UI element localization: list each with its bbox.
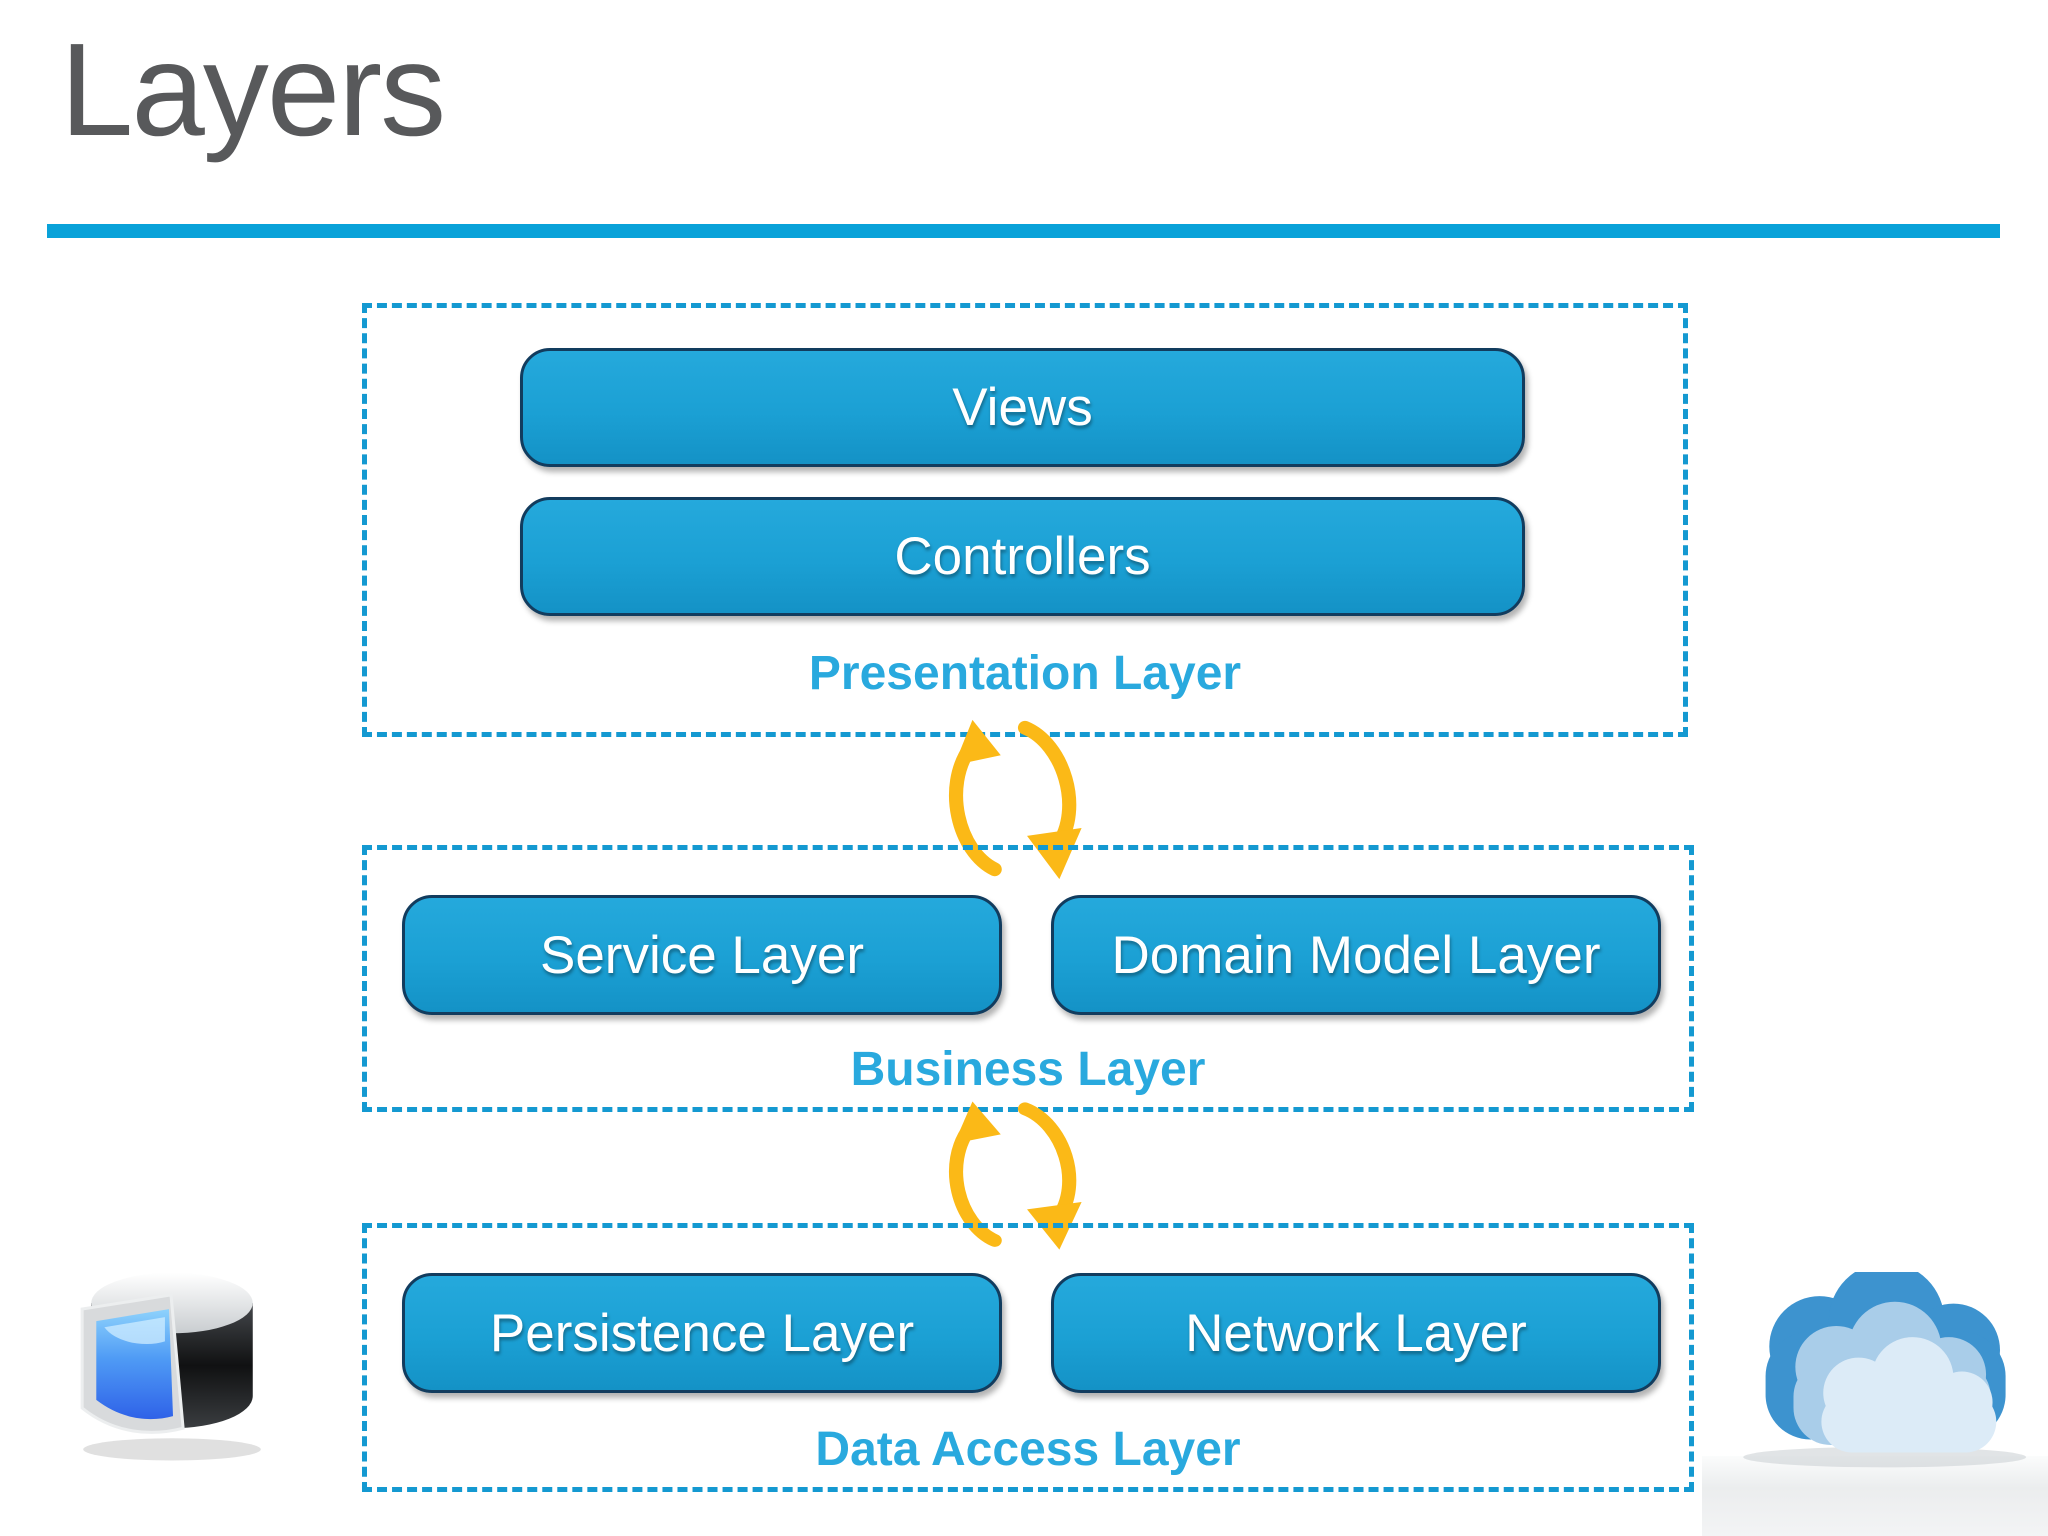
domain-model-layer-box-label: Domain Model Layer bbox=[1111, 925, 1601, 985]
data-access-layer-caption: Data Access Layer bbox=[815, 1423, 1241, 1476]
sync-cycle-icon bbox=[949, 1101, 1082, 1250]
persistence-layer-box-label: Persistence Layer bbox=[489, 1303, 915, 1363]
persistence-layer-box: Persistence Layer bbox=[402, 1273, 1002, 1393]
controllers-box: Controllers bbox=[520, 497, 1525, 616]
title-underline-rule bbox=[47, 224, 2000, 238]
surface-strip bbox=[1702, 1456, 2048, 1536]
data-access-layer-group: Persistence Layer Network Layer Data Acc… bbox=[362, 1223, 1694, 1492]
service-layer-box: Service Layer bbox=[402, 895, 1002, 1015]
domain-model-layer-box: Domain Model Layer bbox=[1051, 895, 1661, 1015]
service-layer-box-label: Service Layer bbox=[539, 925, 865, 985]
sync-cycle-icon bbox=[949, 719, 1082, 880]
network-layer-box-label: Network Layer bbox=[1185, 1303, 1527, 1363]
business-layer-group: Service Layer Domain Model Layer Busines… bbox=[362, 845, 1694, 1112]
business-layer-caption: Business Layer bbox=[850, 1043, 1206, 1096]
views-box: Views bbox=[520, 348, 1525, 467]
controllers-box-label: Controllers bbox=[894, 527, 1151, 586]
network-layer-box: Network Layer bbox=[1051, 1273, 1661, 1393]
views-box-label: Views bbox=[952, 378, 1093, 437]
presentation-layer-caption: Presentation Layer bbox=[808, 647, 1242, 700]
database-icon bbox=[80, 1272, 261, 1461]
page-title: Layers bbox=[60, 16, 446, 163]
cloud-icon bbox=[1743, 1272, 2027, 1468]
presentation-layer-group: Views Controllers Presentation Layer bbox=[362, 303, 1688, 737]
